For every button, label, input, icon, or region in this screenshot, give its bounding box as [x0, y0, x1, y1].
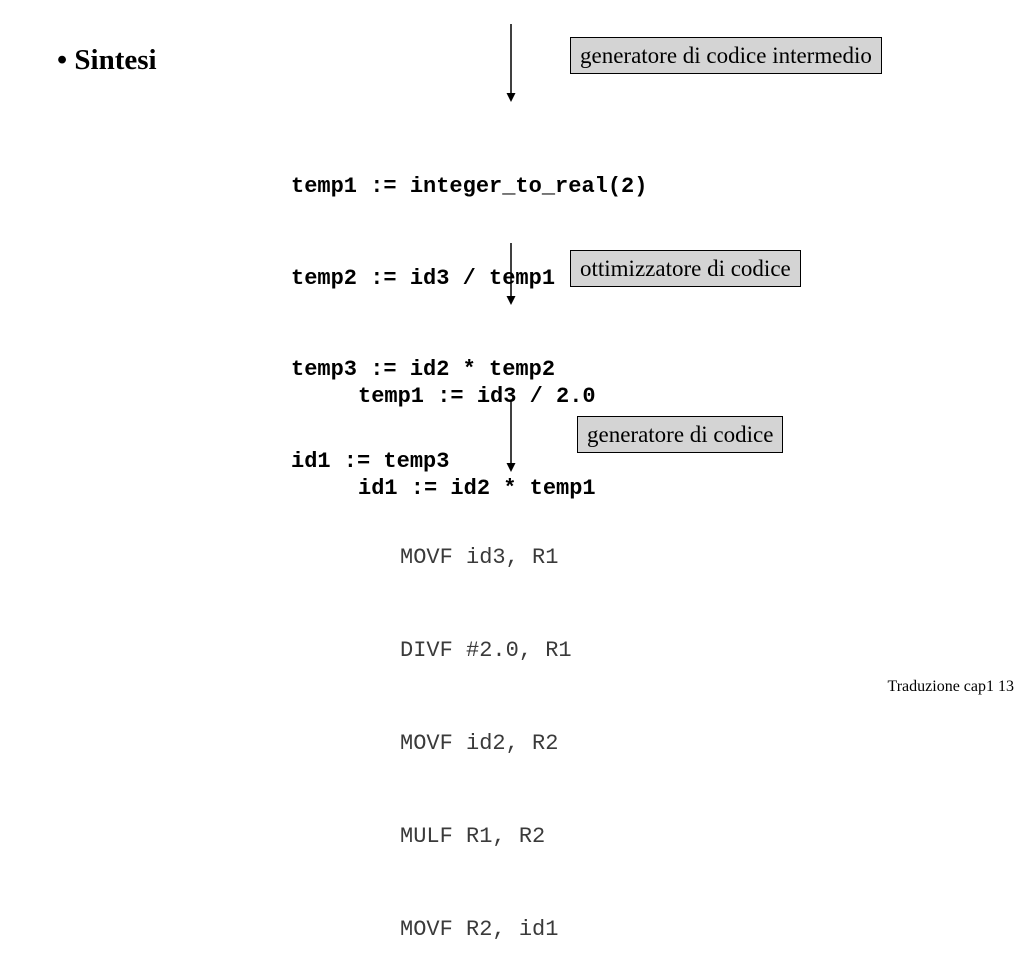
code-line: id1 := temp3: [291, 448, 450, 474]
code-line: temp2 := id3 / temp1: [291, 265, 556, 291]
code-generator-box: generatore di codice: [577, 416, 784, 453]
down-arrow-icon: [504, 24, 518, 102]
slide-footer: Traduzione cap1 13: [887, 678, 1015, 695]
code-line: MOVF id3, R1: [400, 545, 559, 570]
code-line: MULF R1, R2: [400, 824, 546, 849]
code-line: temp3 := id2 * temp2: [291, 357, 556, 382]
target-code-block: MOVF id3, R1 DIVF #2.0, R1 MOVF id2, R2 …: [400, 480, 572, 976]
code-line: MOVF R2, id1: [400, 917, 559, 942]
optimized-code-block: temp1 := id3 / 2.0 id1 := id2 * temp1: [358, 321, 596, 535]
code-line: id1 := id2 * temp1: [358, 475, 596, 501]
code-line: DIVF #2.0, R1: [400, 638, 572, 663]
code-line: temp1 := id3 / 2.0: [358, 384, 596, 409]
down-arrow-icon: [504, 243, 518, 305]
intermediate-code-block: temp1 := integer_to_real(2) temp2 := id3…: [291, 111, 647, 508]
down-arrow-icon: [504, 401, 518, 472]
code-optimizer-box: ottimizzatore di codice: [570, 250, 801, 287]
code-line: MOVF id2, R2: [400, 731, 559, 756]
code-line: temp1 := integer_to_real(2): [291, 174, 648, 199]
section-heading: • Sintesi: [57, 44, 157, 76]
intermediate-code-generator-box: generatore di codice intermedio: [570, 37, 882, 74]
